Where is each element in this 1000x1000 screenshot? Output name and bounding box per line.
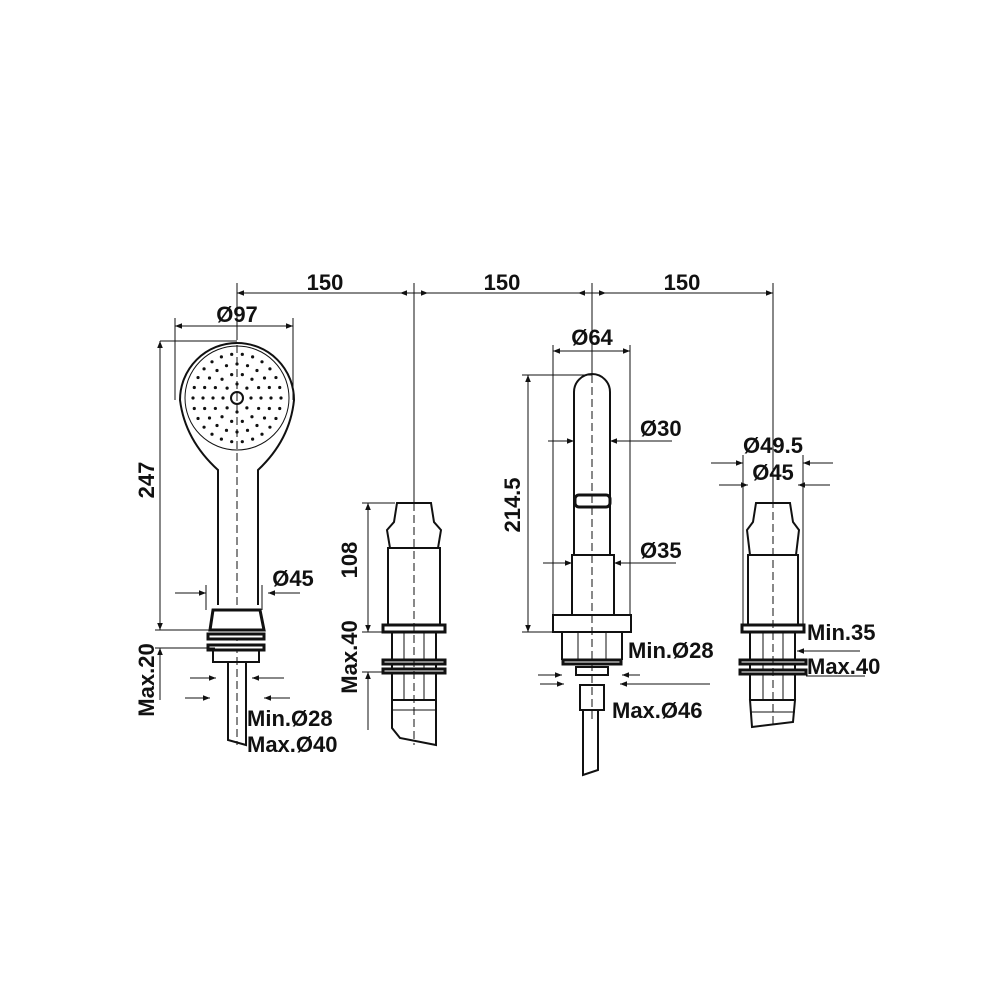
nozzle-dot xyxy=(202,425,206,429)
base-diameter-label: Ø35 xyxy=(640,538,682,563)
nozzle-dot xyxy=(230,440,234,444)
valve-left-height-label: 108 xyxy=(337,542,362,579)
nozzle-dot xyxy=(192,385,196,390)
nozzle-dot xyxy=(215,423,219,428)
nozzle-dot xyxy=(215,368,219,373)
nozzle-dot xyxy=(260,360,264,364)
nozzle-dot xyxy=(245,428,250,432)
nozzle-dot xyxy=(220,415,224,419)
shower-hole-max-label: Max.Ø40 xyxy=(247,732,338,757)
nozzle-dot xyxy=(240,352,244,356)
nozzle-dot xyxy=(255,368,259,373)
shower-max-deck-label: Max.20 xyxy=(134,643,159,716)
spout-hole-max-label: Max.Ø46 xyxy=(612,698,703,723)
nozzle-dot xyxy=(196,416,200,421)
nozzle-dot xyxy=(269,396,273,400)
valve-right-hole-min-label: Min.35 xyxy=(807,620,875,645)
nozzle-dot xyxy=(207,416,212,420)
tube-diameter-label: Ø30 xyxy=(640,416,682,441)
nozzle-dot xyxy=(207,376,212,380)
nozzle-dot xyxy=(230,373,234,377)
nozzle-dot xyxy=(210,432,214,436)
nozzle-dot xyxy=(230,352,234,356)
spout-height-label: 214.5 xyxy=(500,477,525,532)
nozzle-dot xyxy=(279,396,283,400)
spacing-label-3: 150 xyxy=(664,270,701,295)
nozzle-dot xyxy=(260,432,264,436)
nozzle-dot xyxy=(250,377,254,381)
spacing-label-2: 150 xyxy=(484,270,521,295)
nozzle-dot xyxy=(191,396,195,400)
handle-diameter-label: Ø45 xyxy=(272,566,314,591)
nozzle-dot xyxy=(224,428,229,432)
spacing-label-1: 150 xyxy=(307,270,344,295)
nozzle-dot xyxy=(262,416,267,420)
nozzle-dot xyxy=(245,406,249,410)
shower-hole-min-label: Min.Ø28 xyxy=(247,706,333,731)
nozzle-dot xyxy=(245,386,249,390)
nozzle-dot xyxy=(196,375,200,380)
nozzle-dot xyxy=(257,385,261,390)
nozzle-dot xyxy=(192,406,196,411)
nozzle-dot xyxy=(225,386,229,390)
nozzle-dot xyxy=(255,423,259,428)
valve-right-outer-diameter-label: Ø49.5 xyxy=(743,433,803,458)
nozzle-dot xyxy=(267,406,271,411)
valve-left-max-deck-label: Max.40 xyxy=(337,620,362,693)
nozzle-dot xyxy=(203,385,207,390)
valve-right: Ø49.5 Ø45 Min.35 Max.40 xyxy=(711,433,880,729)
nozzle-dot xyxy=(219,437,223,441)
nozzle-dot xyxy=(267,385,271,390)
nozzle-dot xyxy=(262,376,267,380)
nozzle-dot xyxy=(224,364,229,368)
nozzle-dot xyxy=(211,396,215,400)
nozzle-dot xyxy=(221,396,225,400)
nozzle-dot xyxy=(201,396,205,400)
hand-shower: Ø97 247 Max.20 Ø45 Min.Ø28 Max.Ø40 xyxy=(134,302,338,757)
nozzle-dot xyxy=(251,355,255,359)
nozzle-dot xyxy=(230,419,234,423)
valve-right-max-deck-label: Max.40 xyxy=(807,654,880,679)
head-diameter-label: Ø97 xyxy=(216,302,258,327)
nozzle-dot xyxy=(274,416,278,421)
nozzle-dot xyxy=(225,406,229,410)
nozzle-dot xyxy=(213,406,217,411)
nozzle-dot xyxy=(278,385,282,390)
nozzle-dot xyxy=(259,396,263,400)
nozzle-dot xyxy=(240,419,244,423)
nozzle-dot xyxy=(268,367,272,371)
nozzle-dot xyxy=(203,406,207,411)
nozzle-dot xyxy=(240,373,244,377)
nozzle-dot xyxy=(245,364,250,368)
nozzle-dot xyxy=(274,375,278,380)
nozzle-dot xyxy=(219,355,223,359)
nozzle-dot xyxy=(210,360,214,364)
nozzle-dot xyxy=(268,425,272,429)
shower-height-label: 247 xyxy=(134,462,159,499)
nozzle-dot xyxy=(213,385,217,390)
shower-center-nozzle-icon xyxy=(230,391,244,405)
nozzle-dot xyxy=(251,437,255,441)
nozzle-dot xyxy=(220,377,224,381)
nozzle-dot xyxy=(278,406,282,411)
nozzle-dot xyxy=(240,440,244,444)
nozzle-dot xyxy=(202,367,206,371)
shower-nozzles xyxy=(191,352,283,444)
spout: Ø64 214.5 Ø30 Ø35 Min.Ø28 Max.Ø46 xyxy=(500,325,714,777)
valve-right-body-diameter-label: Ø45 xyxy=(752,460,794,485)
nozzle-dot xyxy=(249,396,253,400)
nozzle-dot xyxy=(257,406,261,411)
spout-width-label: Ø64 xyxy=(571,325,613,350)
nozzle-dot xyxy=(250,415,254,419)
spout-hole-min-label: Min.Ø28 xyxy=(628,638,714,663)
spacing-dimension: 150 150 150 xyxy=(236,270,774,503)
valve-left: 108 Max.40 xyxy=(337,502,447,747)
